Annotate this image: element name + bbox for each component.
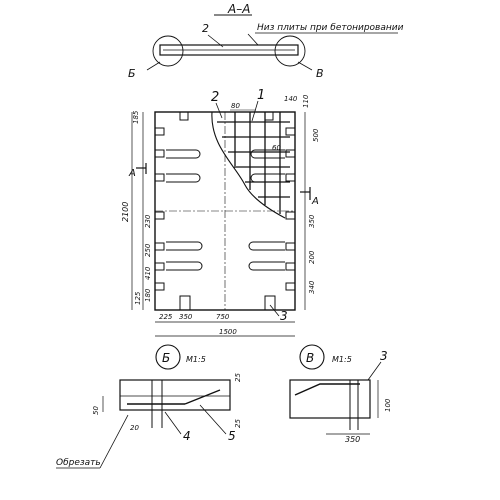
dim-500: 500 [312, 128, 320, 142]
detail-b-cut-note: Обрезать [56, 458, 101, 468]
detail-v-node: В [306, 351, 314, 365]
dim-225: 225 [159, 313, 173, 321]
dim-230: 230 [144, 214, 152, 228]
detail-v: В М1:5 3 100 350 [289, 344, 392, 444]
detail-b-pos-5: 5 [228, 429, 236, 443]
left-slots [154, 127, 165, 291]
section-title: А–А [227, 2, 250, 16]
dim-250: 250 [144, 243, 152, 257]
section-mark-left: А [128, 168, 136, 179]
dim-180: 180 [144, 288, 152, 302]
detail-b-dim-25-bottom: 25 [234, 419, 242, 428]
plan-pos-2: 2 [211, 90, 219, 105]
section-node-v: В [316, 67, 324, 80]
dim-350-bottom: 350 [179, 313, 193, 321]
detail-v-dim-350: 350 [345, 435, 360, 444]
dim-2100: 2100 [121, 202, 130, 222]
dim-1500: 1500 [219, 328, 237, 336]
dim-750: 750 [216, 313, 230, 321]
detail-b-node: Б [162, 351, 170, 365]
loops-left [166, 149, 203, 271]
detail-b-dim-50: 50 [92, 406, 100, 415]
dim-200: 200 [308, 250, 316, 264]
section-callout-2: 2 [202, 22, 209, 35]
dim-340: 340 [308, 280, 316, 294]
section-node-b: Б [128, 67, 136, 80]
dim-125: 125 [134, 291, 142, 305]
section-a-a: А–А 2 Низ плиты при бетонировании Б В [128, 2, 404, 80]
detail-v-dim-100: 100 [384, 398, 392, 412]
dim-80-top: 80 [231, 102, 240, 110]
dim-60: 60 [272, 144, 281, 152]
plan-pos-1: 1 [257, 88, 265, 103]
detail-b-dim-25-top: 25 [234, 373, 242, 382]
dim-185: 185 [132, 110, 140, 124]
dim-410: 410 [144, 266, 152, 280]
section-note: Низ плиты при бетонировании [257, 23, 404, 33]
dim-350-right: 350 [308, 214, 316, 228]
section-mark-right: А [311, 196, 319, 207]
dim-140: 140 [284, 95, 298, 103]
detail-b-dim-20: 20 [130, 424, 139, 432]
slab-plan: 2 1 3 80 140 110 60 185 2100 230 250 410… [121, 88, 320, 337]
right-slots [285, 127, 296, 291]
detail-v-scale: М1:5 [332, 355, 352, 364]
detail-b-scale: М1:5 [186, 355, 206, 364]
reinforcement-mesh [211, 111, 290, 219]
detail-b-pos-4: 4 [183, 429, 191, 443]
detail-b: Б М1:5 25 25 50 20 4 5 Обрезать [56, 344, 242, 469]
plan-pos-3: 3 [280, 309, 288, 323]
detail-v-pos-3: 3 [380, 349, 388, 363]
dim-110: 110 [302, 94, 310, 108]
